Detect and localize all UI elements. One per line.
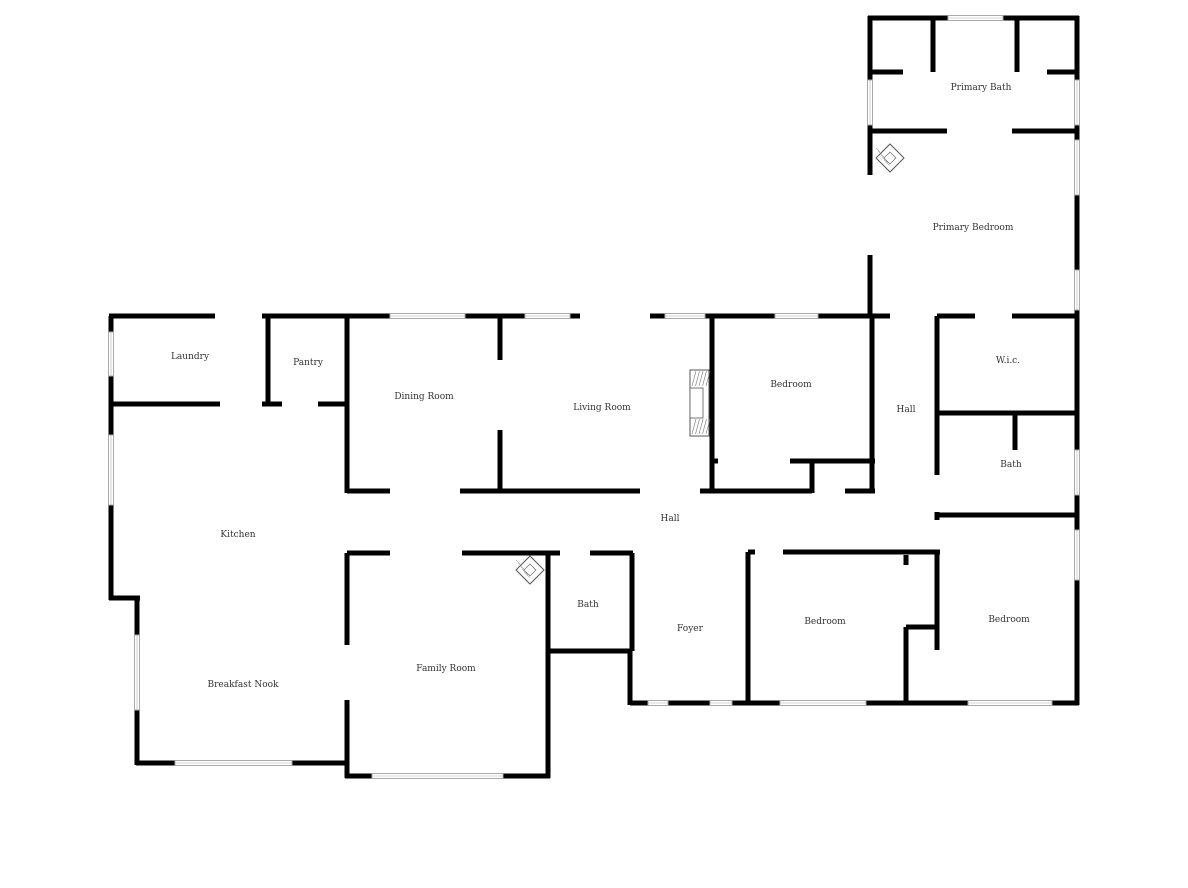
corner-fireplace-icon-hatch xyxy=(877,150,885,158)
corner-fireplace-icon-hatch xyxy=(519,565,527,573)
room-label-bedroom-southeast: Bedroom xyxy=(988,615,1030,625)
wall xyxy=(930,18,936,72)
corner-fireplace-icon-hatch xyxy=(879,153,887,161)
wall xyxy=(906,624,937,630)
wall xyxy=(870,69,903,75)
room-label-bedroom-north: Bedroom xyxy=(770,380,812,390)
corner-fireplace-icon-hatch xyxy=(517,562,525,570)
wall xyxy=(111,401,220,407)
wall xyxy=(869,455,875,493)
wall xyxy=(347,550,390,556)
wall xyxy=(627,651,633,705)
wall xyxy=(265,316,271,404)
wall xyxy=(937,512,1077,518)
room-label-hall-main: Hall xyxy=(660,514,680,524)
fireplace-hatch xyxy=(691,370,697,387)
room-label-pantry: Pantry xyxy=(293,358,323,368)
wall xyxy=(548,648,632,654)
corner-fireplace-icon-firebox xyxy=(883,151,897,165)
wall xyxy=(109,595,140,601)
wall xyxy=(934,316,940,475)
wall xyxy=(878,313,890,319)
fireplace-hatch xyxy=(695,370,700,387)
wall xyxy=(460,488,640,494)
wall xyxy=(262,401,282,407)
wall xyxy=(709,316,715,493)
wall xyxy=(712,458,718,464)
room-label-dining-room: Dining Room xyxy=(394,392,454,402)
corner-fireplace-icon-hatch xyxy=(883,159,891,167)
wall xyxy=(548,550,560,556)
wall xyxy=(1014,18,1020,72)
wall xyxy=(497,316,503,360)
wall xyxy=(1074,16,1080,705)
corner-fireplace-icon-hatch xyxy=(521,568,529,576)
fireplace-firebox xyxy=(689,387,704,419)
corner-fireplace-icon-hatch xyxy=(523,571,531,579)
room-label-hall-east: Hall xyxy=(896,405,916,415)
wall xyxy=(937,410,1077,416)
wall xyxy=(590,550,633,556)
wall xyxy=(497,430,503,493)
wall xyxy=(1047,69,1077,75)
wall xyxy=(650,313,878,319)
wall xyxy=(903,555,909,565)
wall xyxy=(344,553,350,645)
room-label-primary-bath: Primary Bath xyxy=(950,83,1012,93)
wall xyxy=(903,627,909,703)
room-label-laundry: Laundry xyxy=(170,352,210,362)
room-label-wic: W.i.c. xyxy=(995,356,1021,366)
room-label-bath-east: Bath xyxy=(1000,460,1022,470)
fireplace-hatch xyxy=(698,370,704,387)
room-label-bedroom-south: Bedroom xyxy=(804,617,846,627)
fireplace-hatch xyxy=(705,370,711,387)
wall xyxy=(1012,413,1018,450)
fireplace-hatch xyxy=(702,370,707,387)
fireplace-hatch xyxy=(691,418,697,435)
corner-fireplace-icon-hatch xyxy=(881,156,889,164)
room-label-primary-bedroom: Primary Bedroom xyxy=(932,223,1014,233)
room-label-kitchen: Kitchen xyxy=(220,530,256,540)
wall xyxy=(869,316,875,460)
corner-fireplace-icon-hatch xyxy=(875,147,883,155)
wall xyxy=(934,550,940,650)
wall xyxy=(937,313,975,319)
room-label-family-room: Family Room xyxy=(416,664,476,674)
wall xyxy=(790,458,875,464)
wall xyxy=(745,552,751,705)
wall xyxy=(700,488,812,494)
wall xyxy=(783,549,940,555)
fireplace-hatch xyxy=(698,418,704,435)
wall xyxy=(1012,128,1077,134)
room-label-breakfast-nook: Breakfast Nook xyxy=(207,680,279,690)
room-label-living-room: Living Room xyxy=(573,403,631,413)
wall xyxy=(344,316,350,493)
wall xyxy=(545,553,551,778)
fireplace-hatch xyxy=(705,418,711,435)
wall xyxy=(845,488,875,494)
fireplace-hatch xyxy=(702,418,707,435)
corner-fireplace-icon-firebox xyxy=(523,563,537,577)
wall xyxy=(344,700,350,778)
room-label-bath-hall: Bath xyxy=(577,600,599,610)
wall xyxy=(462,550,550,556)
wall xyxy=(867,255,873,318)
room-label-foyer: Foyer xyxy=(677,624,703,634)
wall xyxy=(629,553,635,651)
wall xyxy=(809,461,815,493)
wall xyxy=(347,488,390,494)
corner-fireplace-icon-hatch xyxy=(515,559,523,567)
wall xyxy=(748,549,755,555)
wall xyxy=(1012,313,1077,319)
fireplace-hatch xyxy=(695,418,700,435)
wall xyxy=(870,128,947,134)
wall xyxy=(109,313,215,319)
wall xyxy=(318,401,347,407)
